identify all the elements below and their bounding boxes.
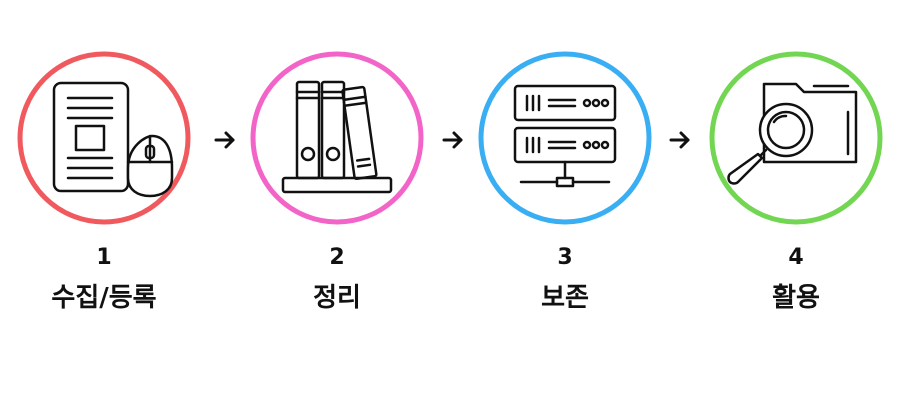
step-number: 1 — [96, 245, 112, 270]
step-number: 3 — [557, 245, 573, 270]
step-2: 2 정리 — [237, 50, 437, 320]
document-mouse-icon — [17, 51, 191, 225]
arrow-right-icon — [214, 131, 235, 149]
step-2-circle — [249, 50, 425, 226]
step-1: 1 수집/등록 — [4, 50, 204, 320]
step-label: 수집/등록 — [51, 283, 157, 313]
step-label: 정리 — [313, 283, 361, 313]
step-4: 4 활용 — [696, 50, 896, 320]
step-number: 2 — [329, 245, 345, 270]
arrow-right-icon — [442, 131, 463, 149]
arrow-right-icon — [669, 131, 690, 149]
step-3-circle — [477, 50, 653, 226]
step-label: 보존 — [541, 283, 589, 313]
step-3: 3 보존 — [465, 50, 665, 320]
step-number: 4 — [788, 245, 804, 270]
step-1-circle — [16, 50, 192, 226]
step-4-circle — [708, 50, 884, 226]
binders-shelf-icon — [250, 51, 424, 225]
folder-search-icon — [709, 51, 883, 225]
server-rack-icon — [478, 51, 652, 225]
step-label: 활용 — [772, 283, 820, 313]
